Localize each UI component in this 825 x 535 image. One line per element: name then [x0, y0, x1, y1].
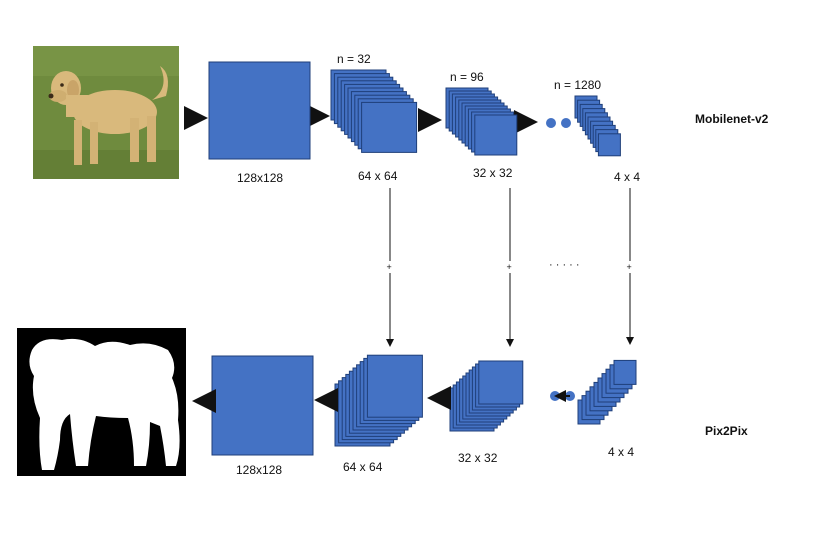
- feature-map-layer: [597, 133, 621, 157]
- decoder-size-1: 32 x 32: [458, 451, 498, 465]
- decoder-stack-64: [334, 354, 423, 447]
- feature-map-layer: [366, 354, 423, 418]
- encoder-input-size: 128x128: [237, 171, 283, 185]
- decoder-output-block: [211, 355, 314, 456]
- feature-map-layer: [361, 101, 418, 153]
- encoder-filters-1: n = 96: [450, 70, 484, 84]
- feature-map-layer: [478, 360, 524, 405]
- ellipsis-dot: [561, 118, 571, 128]
- encoder-stack-32: [445, 87, 518, 156]
- skip-plus-0: +: [387, 262, 392, 272]
- decoder-size-2: 4 x 4: [608, 445, 634, 459]
- encoder-size-1: 32 x 32: [473, 166, 513, 180]
- encoder-stack-4: [574, 95, 621, 157]
- decoder-name: Pix2Pix: [705, 424, 748, 438]
- decoder-size-0: 64 x 64: [343, 460, 383, 474]
- skip-plus-2: +: [627, 262, 632, 272]
- encoder-size-0: 64 x 64: [358, 169, 398, 183]
- encoder-input-block: [208, 61, 311, 160]
- decoder-output-size: 128x128: [236, 463, 282, 477]
- skip-ellipsis: · · · · ·: [549, 259, 580, 271]
- output-mask-image: [17, 328, 186, 476]
- decoder-stack-4: [577, 359, 637, 425]
- encoder-filters-2: n = 1280: [554, 78, 601, 92]
- encoder-name: Mobilenet-v2: [695, 112, 769, 126]
- encoder-size-2: 4 x 4: [614, 170, 640, 184]
- feature-map-layer: [474, 114, 518, 156]
- decoder-stack-32: [449, 360, 524, 432]
- encoder-filters-0: n = 32: [337, 52, 371, 66]
- encoder-stack-64: [330, 69, 418, 153]
- skip-plus-1: +: [507, 262, 512, 272]
- ellipsis-dot: [546, 118, 556, 128]
- feature-map-layer: [613, 359, 637, 385]
- input-dog-photo: [33, 46, 179, 179]
